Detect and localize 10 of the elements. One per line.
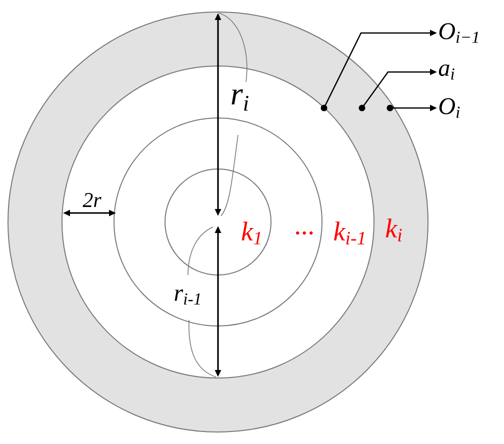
ring-label: k$_{1}$ (242, 222, 260, 244)
point-label: O$_{i}$ (439, 98, 460, 118)
point-label: a$_{i}$ (438, 64, 454, 80)
ring-label: k$_{i-1}$ (334, 222, 364, 244)
dimension-label: r$_{i}$ (232, 89, 248, 111)
point-label: O$_{i−1}$ (439, 23, 478, 43)
dimension-label: r$_{i-1}$ (174, 289, 200, 304)
ring-label: ... (296, 231, 313, 235)
dimension-label: 2r (82, 193, 102, 207)
ring-label: k$_{i}$ (386, 218, 402, 242)
